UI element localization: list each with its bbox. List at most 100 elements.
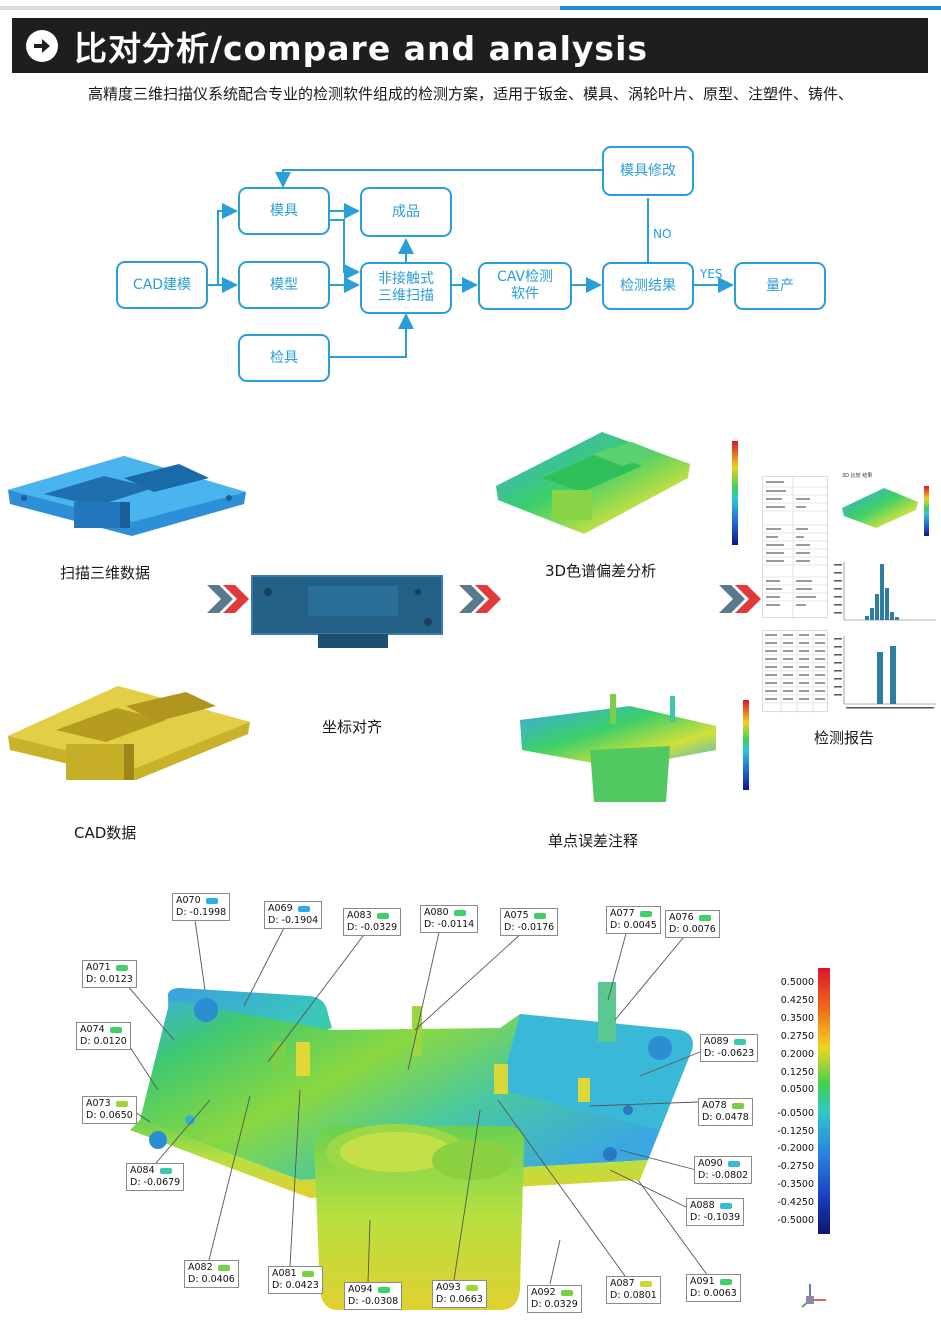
report-3d-title: 3D 比较 结果	[842, 473, 873, 479]
deviation-tag	[719, 1278, 732, 1285]
deviation-tag	[115, 1100, 128, 1107]
node-inspection-result: 检测结果	[602, 262, 694, 310]
axis-triad-icon	[801, 1284, 826, 1308]
label-yes: YES	[700, 267, 723, 281]
node-scan-line1: 非接触式	[378, 271, 434, 287]
deviation-tag	[377, 1286, 390, 1293]
scale-tick: 0.3500	[780, 1013, 814, 1024]
callout-id: A094	[348, 1284, 373, 1295]
caption-coordinate-alignment: 坐标对齐	[322, 718, 383, 736]
chevron-right-icon	[207, 585, 249, 613]
section-banner: 比对分析/compare and analysis	[12, 18, 928, 73]
scan-part-image	[8, 456, 246, 536]
scale-tick: 0.4250	[780, 995, 814, 1006]
callout-a071: A071 D: 0.0123	[82, 960, 137, 988]
color-scale-bar	[818, 968, 830, 1234]
cad-part-image	[8, 686, 250, 780]
callout-deviation: D: 0.0076	[669, 924, 716, 935]
callout-deviation: D: -0.0176	[504, 922, 555, 933]
caption-3d-color-deviation: 3D色谱偏差分析	[545, 562, 657, 580]
callout-a076: A076 D: 0.0076	[665, 910, 720, 938]
callout-a083: A083 D: -0.0329	[343, 908, 402, 936]
node-model: 模型	[238, 261, 330, 309]
page-title: 比对分析/compare and analysis	[74, 28, 649, 68]
annotated-part-image	[130, 982, 693, 1310]
caption-inspection-report: 检测报告	[814, 729, 875, 747]
report-table-lines	[763, 477, 829, 619]
scale-tick: -0.2000	[777, 1143, 814, 1154]
node-noncontact-scan: 非接触式 三维扫描	[360, 262, 452, 314]
callout-a084: A084 D: -0.0679	[126, 1163, 185, 1191]
callout-a069: A069 D: -0.1904	[264, 901, 323, 929]
callout-id: A088	[690, 1200, 715, 1211]
callout-a089: A089 D: -0.0623	[700, 1034, 759, 1062]
callout-a074: A074 D: 0.0120	[76, 1022, 131, 1050]
callout-a081: A081 D: 0.0423	[268, 1266, 323, 1294]
report-3d-result-thumb: 3D 比较 结果	[836, 472, 936, 548]
scale-tick: 0.2000	[780, 1049, 814, 1060]
callout-a070: A070 D: -0.1998	[172, 893, 231, 921]
callout-id: A092	[531, 1287, 556, 1298]
callout-deviation: D: -0.1039	[690, 1212, 741, 1223]
mini-color-scale-2	[743, 700, 749, 790]
callout-id: A091	[690, 1276, 715, 1287]
caption-cad-data: CAD数据	[74, 824, 137, 842]
deviation-tag	[115, 964, 128, 971]
callout-a075: A075 D: -0.0176	[500, 908, 559, 936]
color-deviation-part-image	[496, 432, 690, 534]
callout-a093: A093 D: 0.0663	[432, 1280, 487, 1308]
node-cad-modeling: CAD建模	[116, 261, 208, 309]
callout-deviation: D: 0.0063	[690, 1288, 737, 1299]
callout-deviation: D: 0.0478	[702, 1112, 749, 1123]
deviation-tag	[727, 1160, 740, 1167]
callout-deviation: D: 0.0123	[86, 974, 133, 985]
scale-tick: -0.3500	[777, 1179, 814, 1190]
callout-a090: A090 D: -0.0802	[694, 1156, 753, 1184]
callout-a091: A091 D: 0.0063	[686, 1274, 741, 1302]
report-3d-part-image	[842, 488, 918, 528]
callout-id: A083	[347, 910, 372, 921]
deviation-tag	[731, 1102, 744, 1109]
callout-deviation: D: -0.0114	[424, 919, 475, 930]
report-mini-scale	[924, 486, 929, 536]
deviation-tag	[205, 897, 218, 904]
callout-id: A076	[669, 912, 694, 923]
callout-id: A077	[610, 908, 635, 919]
callout-a080: A080 D: -0.0114	[420, 905, 479, 933]
node-cav-software: CAV检测 软件	[478, 262, 572, 310]
callout-a087: A087 D: 0.0801	[606, 1276, 661, 1304]
node-mass-production: 量产	[734, 262, 826, 310]
scale-tick: 0.1250	[780, 1067, 814, 1078]
scale-tick: -0.5000	[777, 1215, 814, 1226]
report-table-page-2	[762, 630, 829, 713]
chevron-right-icon	[719, 585, 761, 613]
mini-color-scale	[732, 441, 738, 545]
callout-deviation: D: -0.0308	[348, 1296, 399, 1307]
deviation-tag	[297, 905, 310, 912]
callout-a073: A073 D: 0.0650	[82, 1096, 137, 1124]
callout-id: A090	[698, 1158, 723, 1169]
callout-id: A080	[424, 907, 449, 918]
deviation-tag	[109, 1026, 122, 1033]
callout-id: A070	[176, 895, 201, 906]
deviation-tag	[719, 1202, 732, 1209]
aligned-part-image	[251, 575, 443, 648]
callout-deviation: D: -0.0679	[130, 1177, 181, 1188]
scale-tick: -0.1250	[777, 1126, 814, 1137]
callout-id: A081	[272, 1268, 297, 1279]
deviation-tag	[159, 1167, 172, 1174]
callout-deviation: D: -0.1904	[268, 915, 319, 926]
deviation-tag	[698, 914, 711, 921]
callout-deviation: D: 0.0801	[610, 1290, 657, 1301]
caption-single-point-annotation: 单点误差注释	[548, 832, 639, 850]
callout-deviation: D: 0.0120	[80, 1036, 127, 1047]
callout-a094: A094 D: -0.0308	[344, 1282, 403, 1310]
scale-tick: -0.4250	[777, 1197, 814, 1208]
callout-deviation: D: -0.0623	[704, 1048, 755, 1059]
node-cav-line2: 软件	[511, 286, 539, 302]
callout-a082: A082 D: 0.0406	[184, 1260, 239, 1288]
callout-deviation: D: -0.1998	[176, 907, 227, 918]
deviation-tag	[533, 912, 546, 919]
callout-deviation: D: 0.0663	[436, 1294, 483, 1305]
flowchart-connectors	[208, 169, 734, 358]
